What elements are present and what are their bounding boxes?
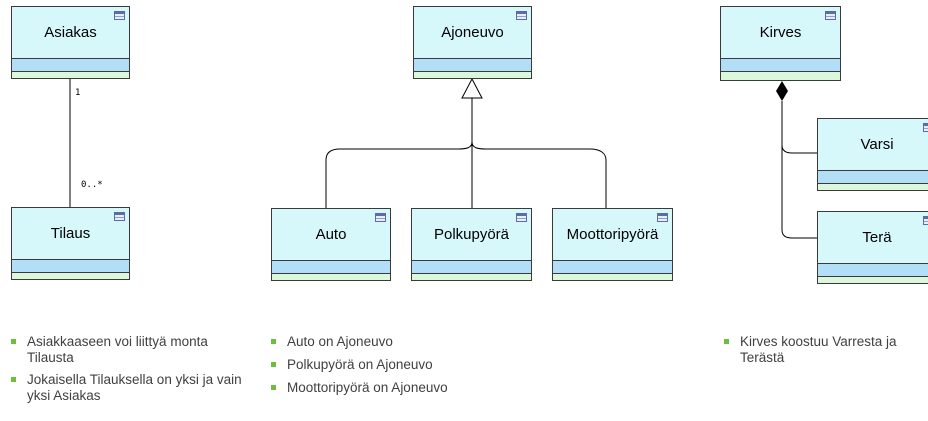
attributes-compartment [12, 58, 129, 72]
operations-compartment [12, 71, 129, 78]
class-name: Terä [862, 229, 892, 246]
attributes-compartment [553, 260, 672, 274]
class-icon [825, 11, 836, 20]
operations-compartment [412, 273, 531, 280]
generalization-branch-moottoripyora [471, 141, 607, 208]
class-icon [114, 212, 125, 221]
operations-compartment [818, 276, 928, 283]
class-auto[interactable]: Auto [271, 208, 391, 281]
operations-compartment [818, 183, 928, 190]
note-association-2: Jokaisella Tilauksella on yksi ja vain y… [9, 372, 257, 404]
class-moottoripyora[interactable]: Moottoripyörä [552, 208, 673, 281]
note-generalization-3: Moottoripyörä on Ajoneuvo [269, 380, 537, 396]
operations-compartment [272, 273, 390, 280]
note-association-1: Asiakkaaseen voi liittyä monta Tilausta [9, 334, 257, 366]
class-icon [516, 11, 527, 20]
generalization-arrowhead [461, 77, 483, 99]
operations-compartment [553, 273, 672, 280]
class-name: Kirves [759, 24, 802, 41]
attributes-compartment [818, 170, 928, 184]
operations-compartment [12, 272, 129, 279]
generalization-branch-auto [325, 141, 473, 208]
attributes-compartment [412, 260, 531, 274]
note-composition-1: Kirves koostuu Varresta ja Terästä [722, 334, 928, 366]
operations-compartment [721, 71, 840, 80]
class-tilaus[interactable]: Tilaus [11, 207, 130, 280]
class-ajoneuvo[interactable]: Ajoneuvo [413, 6, 532, 79]
class-name: Auto [315, 226, 347, 243]
class-varsi[interactable]: Varsi [817, 118, 928, 191]
class-icon [375, 213, 386, 222]
class-name: Ajoneuvo [441, 24, 504, 41]
operations-compartment [414, 71, 531, 78]
note-generalization-1: Auto on Ajoneuvo [269, 334, 537, 350]
composition-diamond [776, 81, 788, 101]
composition-line-varsi [781, 101, 817, 154]
class-name: Moottoripyörä [566, 226, 659, 243]
note-generalization-2: Polkupyörä on Ajoneuvo [269, 357, 537, 373]
class-name: Varsi [860, 136, 894, 153]
multiplicity-many: 0..* [81, 180, 103, 190]
class-name: Tilaus [50, 225, 91, 242]
attributes-compartment [272, 260, 390, 274]
composition-line-tera [781, 145, 817, 239]
attributes-compartment [721, 58, 840, 72]
class-asiakas[interactable]: Asiakas [11, 6, 130, 79]
class-name: Polkupyörä [433, 226, 510, 243]
class-icon [657, 213, 668, 222]
attributes-compartment [12, 259, 129, 273]
attributes-compartment [818, 263, 928, 277]
class-icon [923, 123, 928, 132]
class-name: Asiakas [44, 24, 97, 41]
class-icon [114, 11, 125, 20]
class-icon [516, 213, 527, 222]
multiplicity-one: 1 [75, 88, 81, 98]
class-icon [923, 216, 928, 225]
class-tera[interactable]: Terä [817, 211, 928, 284]
attributes-compartment [414, 58, 531, 72]
class-kirves[interactable]: Kirves [720, 6, 841, 81]
class-polkupyora[interactable]: Polkupyörä [411, 208, 532, 281]
